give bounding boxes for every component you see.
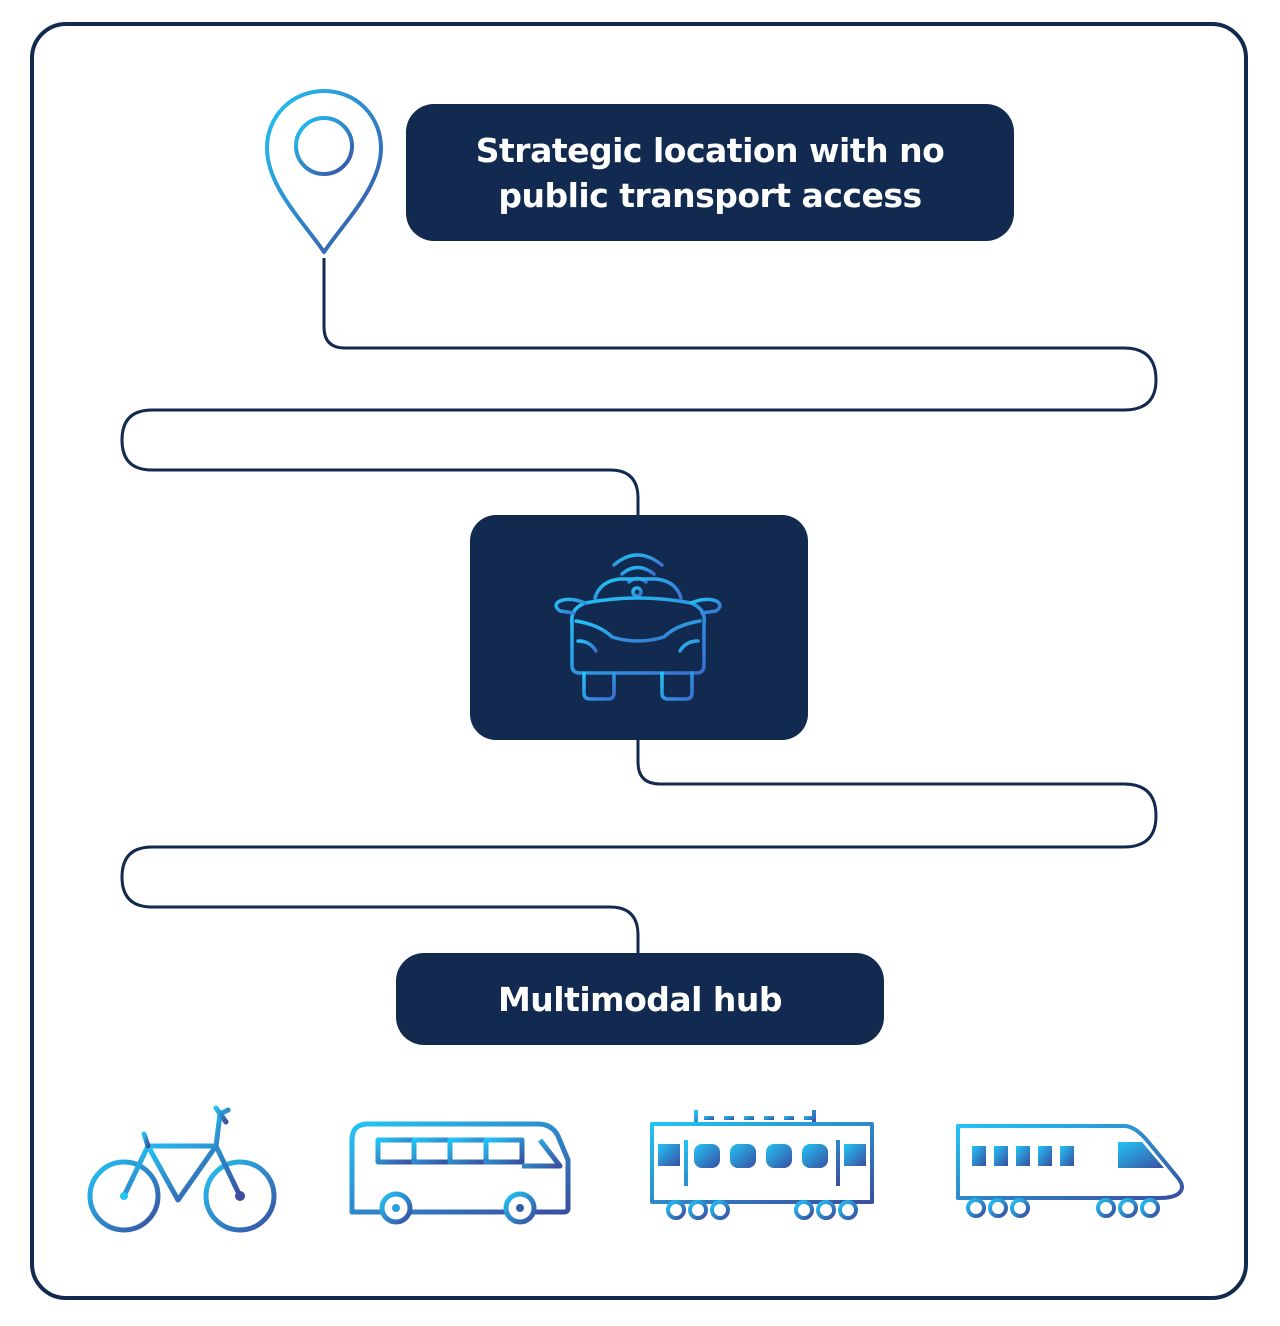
hub-label-text: Multimodal hub bbox=[497, 979, 783, 1019]
tram-icon bbox=[650, 1108, 874, 1220]
train-icon bbox=[956, 1124, 1184, 1218]
bicycle-icon bbox=[87, 1105, 277, 1233]
start-location-label: Strategic location with no public transp… bbox=[406, 104, 1014, 241]
start-label-line-2: public transport access bbox=[498, 175, 922, 215]
vehicle-box bbox=[470, 515, 808, 740]
location-pin-icon bbox=[265, 89, 383, 254]
bus-icon bbox=[349, 1121, 571, 1225]
autonomous-car-icon bbox=[554, 553, 722, 701]
multimodal-hub-label: Multimodal hub bbox=[396, 953, 884, 1045]
diagram-frame bbox=[30, 22, 1248, 1300]
start-label-line-1: Strategic location with no bbox=[475, 130, 945, 170]
